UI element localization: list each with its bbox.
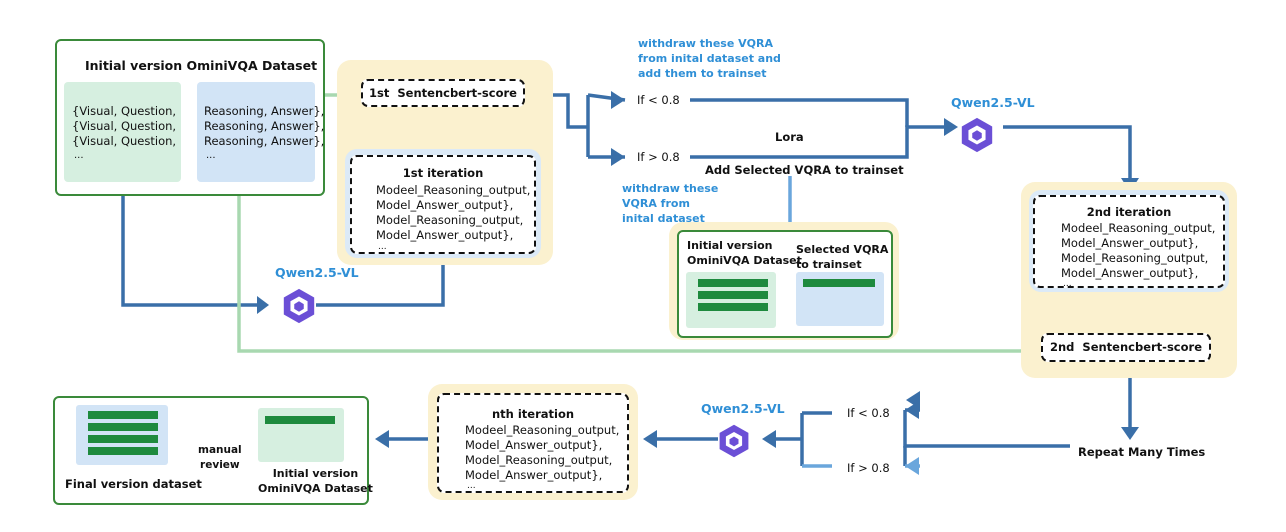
data-bar — [88, 411, 158, 419]
reasoning-answer-ellipsis: ... — [206, 150, 216, 161]
condition-greater-than: If > 0.8 — [847, 461, 890, 475]
nth-iteration-box — [437, 393, 629, 493]
reasoning-answer-panel — [197, 82, 315, 182]
qwen-label: Qwen2.5-VL — [275, 265, 359, 280]
iteration-output-line: Model_Answer_output}, — [465, 438, 603, 452]
data-bar — [803, 279, 875, 287]
second-iteration-box — [1033, 195, 1225, 288]
add-selected-label: Add Selected VQRA to trainset — [705, 163, 904, 177]
iteration-output-line: Modeel_Reasoning_output, — [376, 183, 531, 197]
qwen-logo-icon — [719, 424, 749, 458]
final-dataset-label: Final version dataset — [65, 477, 202, 491]
lora-label: Lora — [775, 130, 804, 144]
qwen-logo-icon — [283, 288, 315, 324]
iteration-output-line: Modeel_Reasoning_output, — [1061, 221, 1216, 235]
iteration-output-line: Model_Answer_output}, — [1061, 236, 1199, 250]
iteration-output-line: Model_Answer_output}, — [1061, 266, 1199, 280]
iteration-output-line: Model_Reasoning_output, — [376, 213, 524, 227]
visual-question-panel — [64, 82, 181, 182]
initial-dataset-title: Initial version OminiVQA Dataset — [85, 58, 318, 73]
split-initial-label: Initial version OminiVQA Dataset — [687, 239, 802, 267]
data-bar — [698, 291, 768, 299]
iteration-output-ellipsis: ... — [467, 481, 476, 491]
condition-less-than: If < 0.8 — [847, 406, 890, 420]
data-bar — [698, 303, 768, 311]
iteration-output-line: Model_Answer_output}, — [376, 228, 514, 242]
reasoning-answer-line: Reasoning, Answer}, — [204, 119, 325, 133]
first-iteration-box — [350, 155, 536, 254]
visual-question-line: {Visual, Question, — [72, 104, 177, 118]
iteration-output-line: Model_Reasoning_output, — [465, 453, 613, 467]
qwen-label: Qwen2.5-VL — [701, 401, 785, 416]
visual-question-line: {Visual, Question, — [72, 119, 177, 133]
iteration-output-line: Model_Answer_output}, — [465, 468, 603, 482]
withdraw-note: withdraw these VQRA from inital dataset — [622, 182, 719, 225]
first-iteration-title: 1st iteration — [402, 166, 484, 180]
data-bar — [88, 423, 158, 431]
visual-question-ellipsis: ... — [74, 150, 84, 161]
qwen-label: Qwen2.5-VL — [951, 95, 1035, 110]
reasoning-answer-line: Reasoning, Answer}, — [204, 134, 325, 148]
data-bar — [88, 435, 158, 443]
data-bar — [88, 447, 158, 455]
data-bar — [265, 416, 335, 424]
qwen-logo-icon — [961, 117, 993, 153]
final-initial-label: Initial version OminiVQA Dataset — [258, 467, 373, 495]
withdraw-add-note: withdraw these VQRA from inital dataset … — [638, 37, 781, 80]
iteration-output-line: Model_Reasoning_output, — [1061, 251, 1209, 265]
second-iteration-title: 2nd iteration — [1086, 205, 1172, 219]
data-bar — [698, 279, 768, 287]
iteration-output-line: Model_Answer_output}, — [376, 198, 514, 212]
manual-review-label: manual review — [198, 444, 242, 471]
condition-greater-than: If > 0.8 — [637, 150, 680, 164]
iteration-output-ellipsis: ... — [1063, 279, 1072, 289]
second-score-label: 2nd Sentencbert-score — [1049, 340, 1202, 354]
iteration-output-ellipsis: ... — [378, 242, 387, 252]
first-score-box — [361, 79, 525, 107]
iteration-output-line: Modeel_Reasoning_output, — [465, 423, 620, 437]
second-score-box — [1041, 333, 1211, 362]
split-selected-label: Selected VQRA to trainset — [796, 243, 889, 271]
reasoning-answer-line: Reasoning, Answer}, — [204, 104, 325, 118]
repeat-label: Repeat Many Times — [1078, 445, 1206, 459]
arrow-dataset-to-qwen — [121, 192, 262, 307]
nth-iteration-title: nth iteration — [491, 407, 575, 421]
first-score-label: 1st Sentencbert-score — [369, 86, 517, 100]
visual-question-line: {Visual, Question, — [72, 134, 177, 148]
condition-less-than: If < 0.8 — [637, 93, 680, 107]
